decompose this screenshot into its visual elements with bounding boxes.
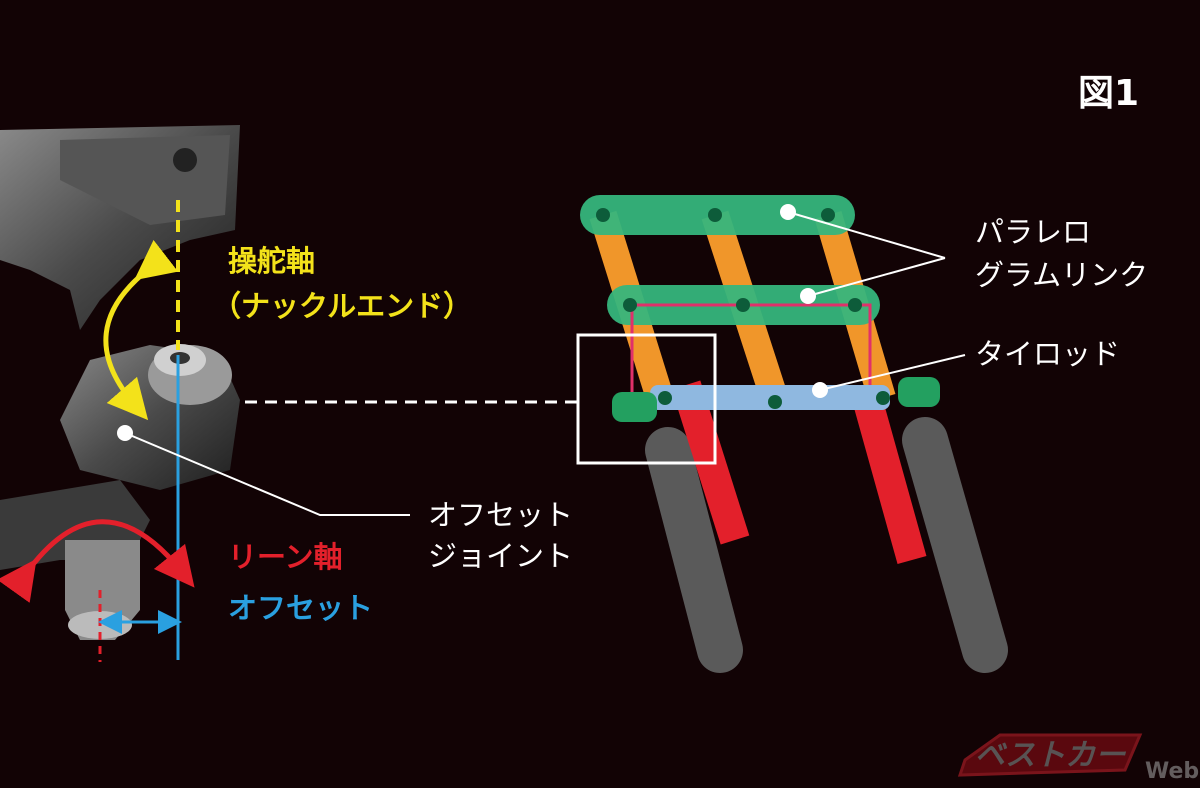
parallelogram-label-2: グラムリンク (975, 258, 1149, 292)
svg-text:ベストカー: ベストカー (975, 738, 1127, 773)
steering-rotation-arrow (103, 239, 179, 421)
parallelogram-link (580, 195, 940, 422)
bestcar-logo: ベストカー Web (957, 733, 1199, 784)
leader-lines (124, 211, 966, 516)
lean-rotation-arrow (0, 519, 195, 603)
figure-label: 図1 (1078, 73, 1140, 114)
offset-joint-label-1: オフセット (428, 498, 574, 532)
steering-axis-label: 操舵軸 (228, 244, 316, 278)
svg-text:Web: Web (1145, 759, 1199, 784)
detail-frame (576, 333, 717, 465)
offset-joint-label-2: ジョイント (428, 539, 574, 573)
lean-axis-label: リーン軸 (228, 540, 343, 574)
knuckle-end-label: （ナックルエンド） (212, 289, 473, 323)
uprights (671, 380, 927, 565)
callout-dots (117, 204, 828, 441)
parallelogram-label-1: パラレロ (975, 215, 1092, 249)
tie-rod-label: タイロッド (975, 337, 1121, 371)
offset-label: オフセット (228, 591, 374, 625)
wheels (645, 417, 1008, 673)
